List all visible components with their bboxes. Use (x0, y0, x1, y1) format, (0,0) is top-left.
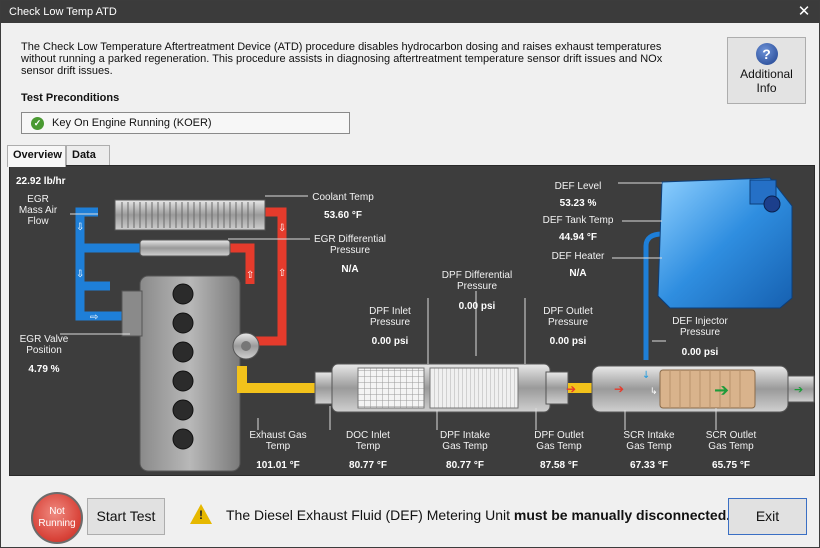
coolant-temp-label: Coolant Temp (312, 192, 374, 203)
dpf-outlet-gas-temp-label-2: Gas Temp (536, 441, 582, 452)
precondition-koer: ✓ Key On Engine Running (KOER) (21, 112, 350, 134)
svg-text:➔: ➔ (566, 382, 576, 396)
egr-diff-pressure-label-2: Pressure (329, 245, 370, 256)
dpf-intake-gas-temp-value: 80.77 °F (446, 460, 484, 471)
tab-data[interactable]: Data (66, 145, 110, 166)
dpf-outlet-pressure-label-1: DPF Outlet (543, 306, 593, 317)
egr-valve-position-label-1: EGR Valve (19, 334, 69, 345)
egr-mass-air-flow-label-3: Flow (27, 216, 49, 227)
egr-cooler (139, 239, 231, 257)
aftertreatment-schematic: ⇩ ⇩ ⇨ ⇩ ⇧ ⇧ (60, 177, 815, 472)
svg-text:⇧: ⇧ (278, 268, 286, 279)
def-injector-pressure-label-2: Pressure (679, 327, 720, 338)
tab-overview[interactable]: Overview (7, 145, 66, 167)
doc-inlet-temp-label-2: Temp (355, 441, 381, 452)
svg-text:➔: ➔ (794, 383, 803, 396)
dpf-outlet-pressure-label-2: Pressure (547, 317, 588, 328)
dpf-inlet-pressure-label-1: DPF Inlet (369, 306, 411, 317)
dpf-inlet-pressure-value: 0.00 psi (371, 336, 409, 347)
egr-cold-pipes: ⇩ ⇩ ⇨ (75, 207, 140, 323)
warning-message-emphasis: must be manually disconnected. (513, 507, 731, 523)
def-injector-pressure-value: 0.00 psi (681, 347, 719, 358)
test-status-indicator: Not Running (31, 492, 83, 544)
exhaust-gas-temp-value: 101.01 °F (256, 460, 300, 471)
egr-valve-position-value: 4.79 % (28, 364, 60, 375)
dpf-diff-pressure-label-2: Pressure (456, 281, 497, 292)
egr-mass-air-flow-label-1: EGR (27, 194, 49, 205)
egr-mass-air-flow-label-2: Mass Air (18, 205, 58, 216)
egr-hot-pipes: ⇩ ⇧ ⇧ (225, 207, 287, 346)
dpf-intake-gas-temp-label-2: Gas Temp (442, 441, 488, 452)
svg-text:⇩: ⇩ (76, 222, 84, 233)
coolant-temp-value: 53.60 °F (324, 210, 362, 221)
precondition-label: Key On Engine Running (KOER) (52, 117, 212, 129)
warning-triangle-icon (190, 504, 212, 524)
svg-text:➔: ➔ (614, 382, 624, 396)
svg-text:➔: ➔ (714, 380, 729, 401)
scr-outlet-gas-temp-label-2: Gas Temp (708, 441, 754, 452)
egr-valve-position-label-2: Position (26, 345, 62, 356)
def-injector-pressure-label-1: DEF Injector (672, 316, 728, 327)
additional-info-label-line1: Additional (740, 67, 793, 81)
svg-text:⇨: ⇨ (90, 312, 98, 323)
start-test-button[interactable]: Start Test (87, 498, 165, 535)
additional-info-label-line2: Info (756, 81, 777, 95)
dpf-outlet-gas-temp-value: 87.58 °F (540, 460, 578, 471)
def-level-label: DEF Level (554, 181, 602, 192)
window-title: Check Low Temp ATD (9, 6, 117, 18)
svg-text:↳: ↳ (650, 387, 658, 397)
egr-diff-pressure-value: N/A (341, 264, 359, 275)
dpf-inlet-pressure-label-2: Pressure (369, 317, 410, 328)
def-tank-temp-label: DEF Tank Temp (542, 215, 614, 226)
def-heater-label: DEF Heater (551, 251, 605, 262)
scr-section: ➔ ➔ ➔ ➔ (566, 365, 815, 413)
question-icon: ? (755, 43, 778, 65)
status-line-2: Running (38, 518, 76, 529)
scr-intake-gas-temp-value: 67.33 °F (630, 460, 668, 471)
svg-text:⇩: ⇩ (278, 223, 286, 234)
scr-intake-gas-temp-label-2: Gas Temp (626, 441, 672, 452)
def-level-value: 53.23 % (559, 198, 597, 209)
warning-message: The Diesel Exhaust Fluid (DEF) Metering … (226, 507, 730, 523)
check-circle-icon: ✓ (31, 117, 44, 130)
scr-outlet-gas-temp-label-1: SCR Outlet (705, 430, 757, 441)
turbocharger (232, 332, 260, 360)
additional-info-button[interactable]: ? Additional Info (727, 37, 806, 104)
def-supply-line: ↓ ↳ (642, 231, 663, 397)
procedure-description: The Check Low Temperature Aftertreatment… (21, 41, 663, 77)
dpf-diff-pressure-value: 0.00 psi (458, 301, 496, 312)
warning-exclamation: ! (199, 508, 203, 522)
close-icon[interactable]: ✕ (797, 3, 811, 20)
exhaust-gas-temp-label-2: Temp (265, 441, 291, 452)
scr-intake-gas-temp-label-1: SCR Intake (623, 430, 675, 441)
scr-outlet-gas-temp-value: 65.75 °F (712, 460, 750, 471)
egr-diff-pressure-label-1: EGR Differential (313, 234, 387, 245)
svg-text:↓: ↓ (642, 370, 650, 381)
svg-text:⇧: ⇧ (246, 270, 254, 281)
def-heater-value: N/A (569, 268, 587, 279)
mass-air-flow-value: 22.92 lb/hr (16, 176, 66, 187)
exhaust-pipe (237, 366, 322, 393)
exit-button[interactable]: Exit (728, 498, 807, 535)
doc-inlet-temp-value: 80.77 °F (349, 460, 387, 471)
charge-air-cooler (114, 199, 266, 231)
doc-inlet-temp-label-1: DOC Inlet (346, 430, 390, 441)
svg-text:⇩: ⇩ (76, 269, 84, 280)
warning-message-prefix: The Diesel Exhaust Fluid (DEF) Metering … (226, 507, 514, 523)
status-line-1: Not (49, 506, 65, 517)
doc-dpf-canister (314, 363, 569, 413)
dpf-outlet-gas-temp-label-1: DPF Outlet (534, 430, 584, 441)
engine-block (121, 275, 241, 472)
def-tank (657, 177, 793, 309)
aftertreatment-diagram: ⇩ ⇩ ⇨ ⇩ ⇧ ⇧ (9, 165, 815, 476)
title-bar: Check Low Temp ATD ✕ (1, 1, 819, 23)
callout-lines (60, 182, 717, 430)
exhaust-gas-temp-label-1: Exhaust Gas (249, 430, 307, 441)
dpf-intake-gas-temp-label-1: DPF Intake (439, 430, 491, 441)
dpf-diff-pressure-label-1: DPF Differential (441, 270, 513, 281)
def-tank-temp-value: 44.94 °F (559, 232, 597, 243)
test-preconditions-heading: Test Preconditions (21, 92, 120, 104)
dpf-outlet-pressure-value: 0.00 psi (549, 336, 587, 347)
